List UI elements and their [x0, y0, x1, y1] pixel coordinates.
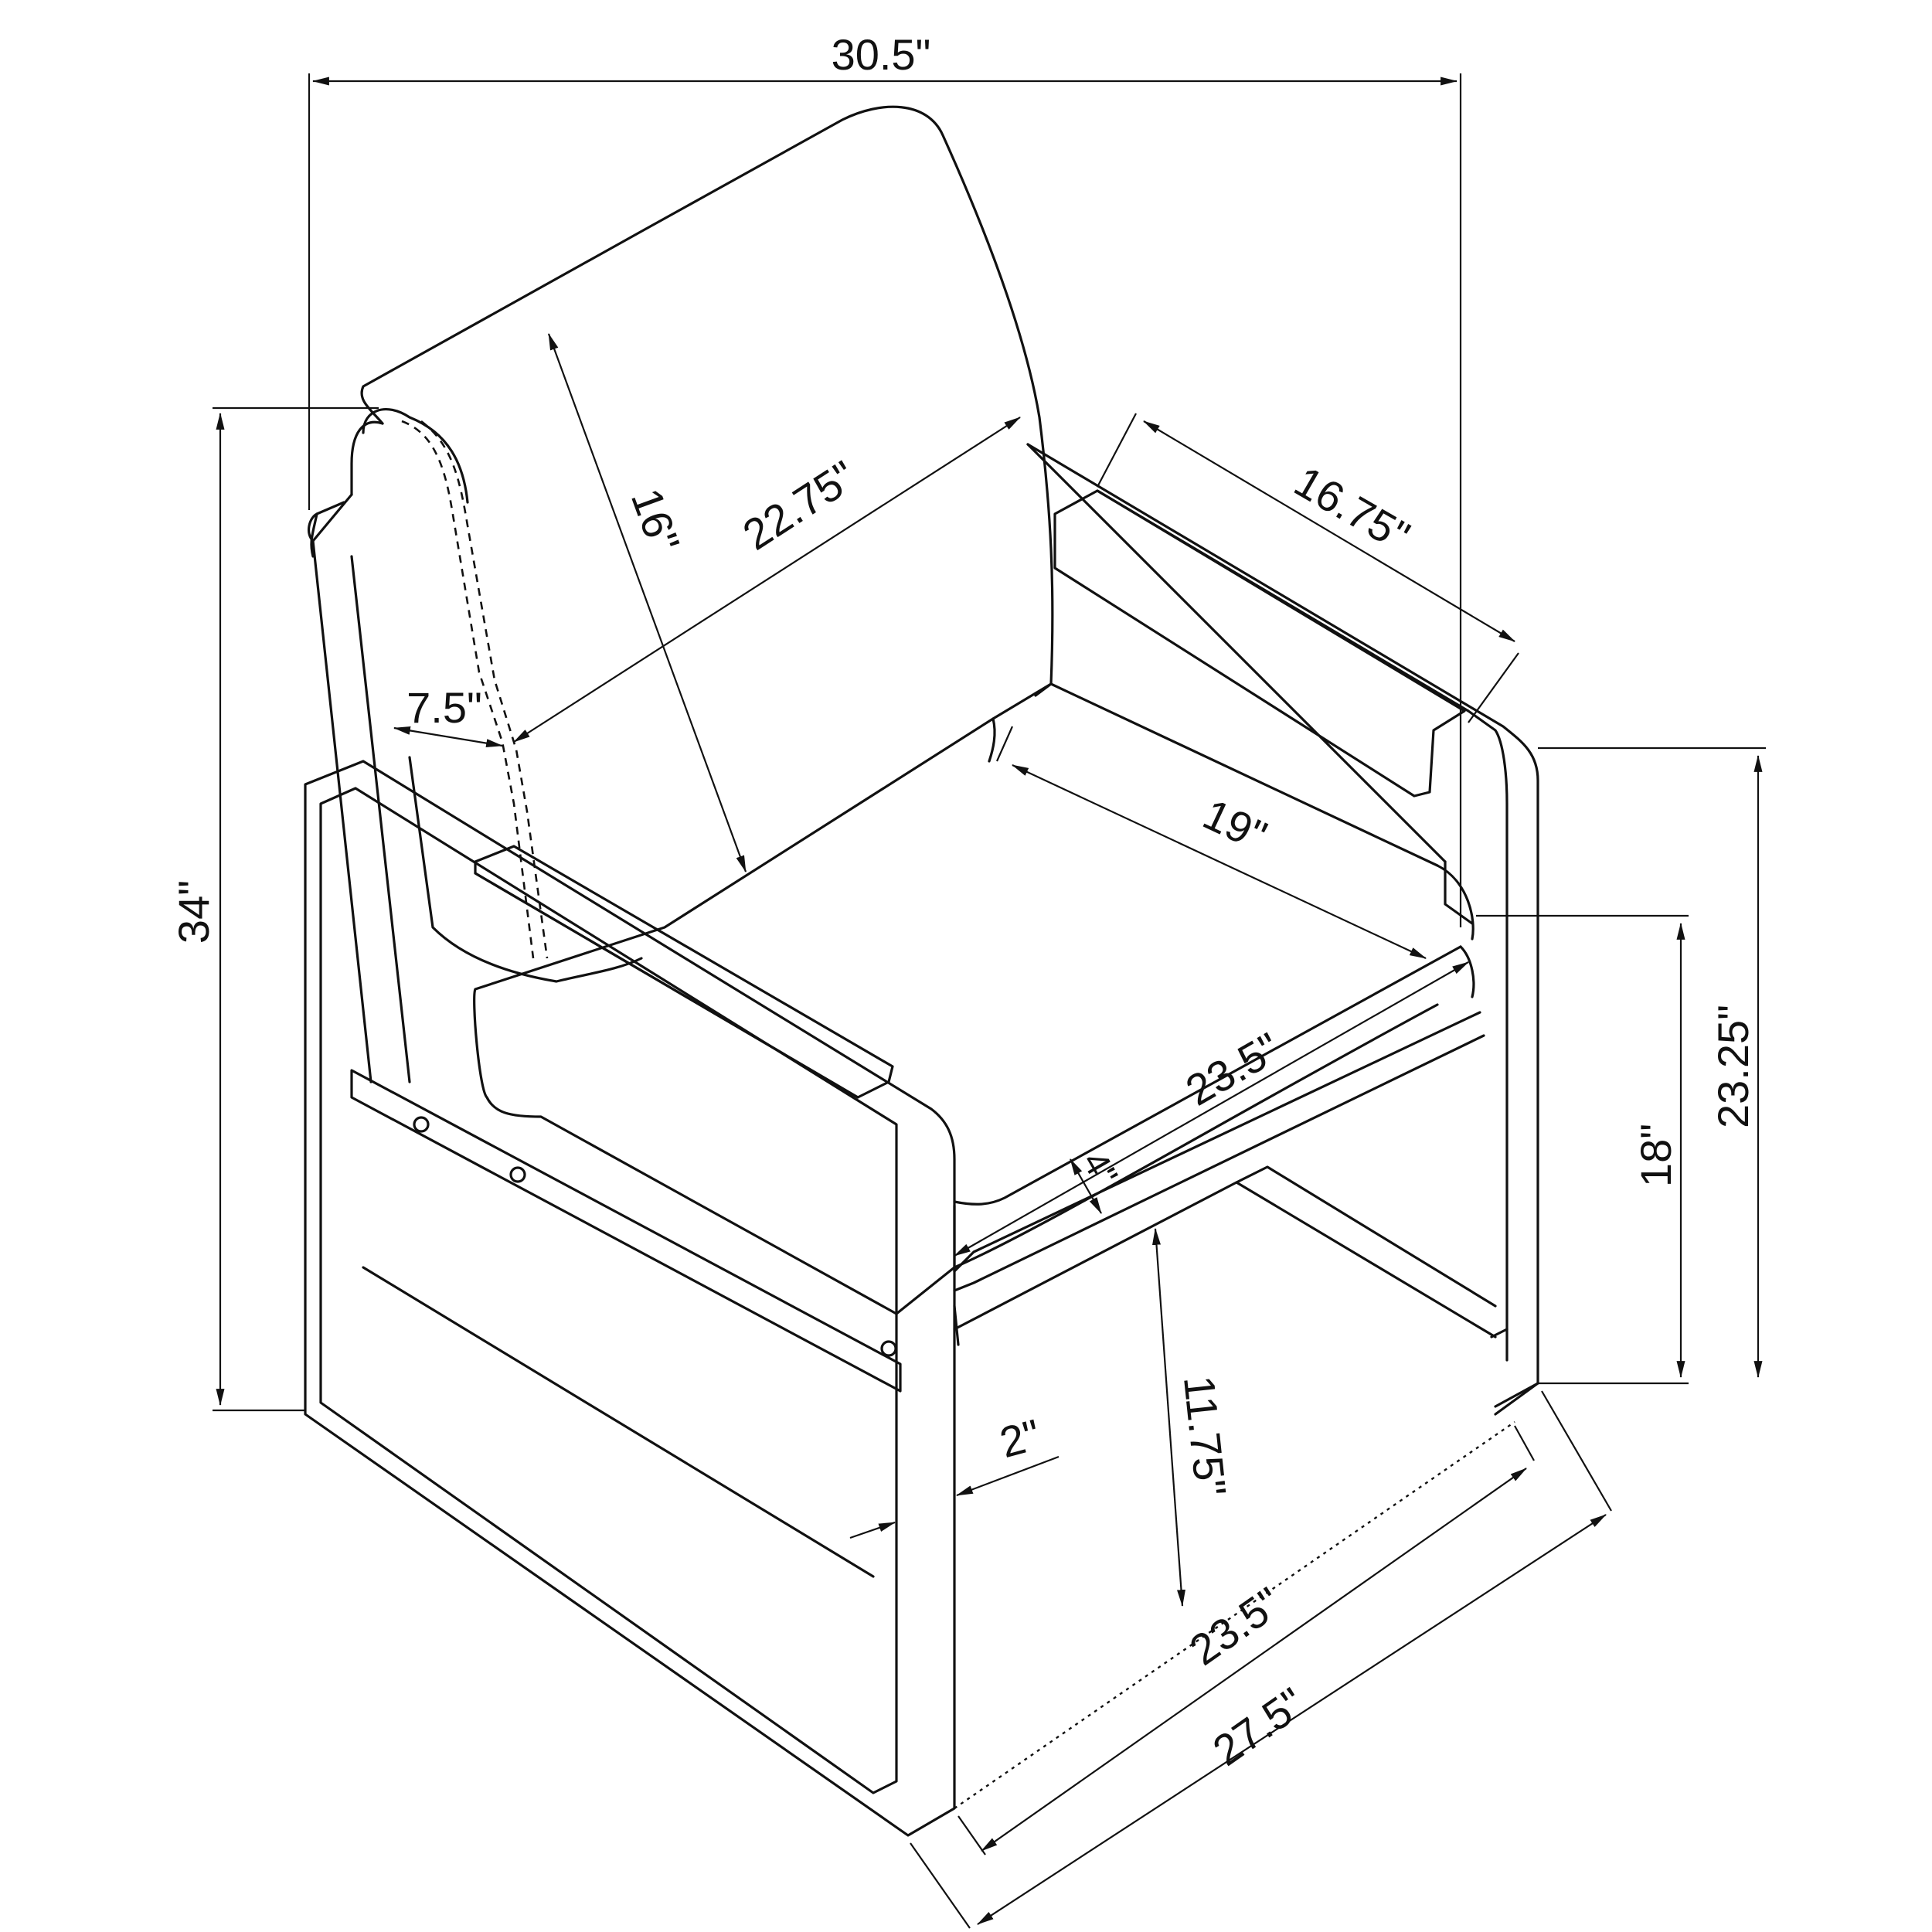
- label-arm-height: 23.25": [1709, 1005, 1757, 1128]
- dimension-lines: [213, 73, 1766, 1929]
- dim-seat-width: [1012, 764, 1427, 959]
- dim-leg-clearance: [1152, 1227, 1185, 1607]
- label-overall-height: 34": [169, 880, 218, 944]
- dim-seat-depth: [954, 961, 1469, 1257]
- right-frame: [1026, 443, 1539, 1416]
- left-frame: [304, 760, 956, 1837]
- label-overall-depth: 27.5": [1204, 1678, 1314, 1775]
- bolt: [880, 1340, 897, 1357]
- dim-back-height: [547, 332, 747, 873]
- dimension-labels: 30.5" 34" 16" 22.75" 7.5" 16.75" 19" 23.…: [169, 30, 1757, 1775]
- dim-base-inner-depth: [981, 1468, 1527, 1852]
- label-frame-thickness: 2": [995, 1410, 1046, 1467]
- backrest-panel: [360, 105, 1054, 697]
- chair-outline: [304, 105, 1539, 1837]
- label-seat-height: 18": [1631, 1124, 1680, 1187]
- label-back-thickness: 7.5": [406, 683, 482, 732]
- back-seam-dashed: [401, 420, 535, 959]
- bolt: [413, 1116, 430, 1133]
- dim-back-width: [513, 417, 1021, 743]
- left-armrest: [474, 845, 894, 1099]
- dim-frame-thickness: [849, 1521, 896, 1539]
- label-seat-width: 19": [1196, 789, 1274, 860]
- label-cushion-thickness: 4": [1075, 1145, 1126, 1192]
- label-leg-clearance: 11.75": [1175, 1373, 1236, 1498]
- label-overall-width: 30.5": [832, 30, 931, 79]
- label-back-width: 22.75": [734, 451, 865, 560]
- dim-arm-length: [1143, 420, 1515, 642]
- seat-cushion: [473, 682, 1439, 1315]
- dim-back-thickness: [393, 726, 504, 748]
- side-rail: [350, 1069, 902, 1393]
- bolt: [509, 1166, 526, 1183]
- label-base-inner-depth: 23.5": [1181, 1577, 1291, 1675]
- label-back-height: 16": [622, 482, 689, 559]
- label-seat-depth: 23.5": [1178, 1023, 1288, 1115]
- dim-overall-depth: [977, 1514, 1607, 1925]
- dim-cushion-thickness: [1070, 1158, 1102, 1214]
